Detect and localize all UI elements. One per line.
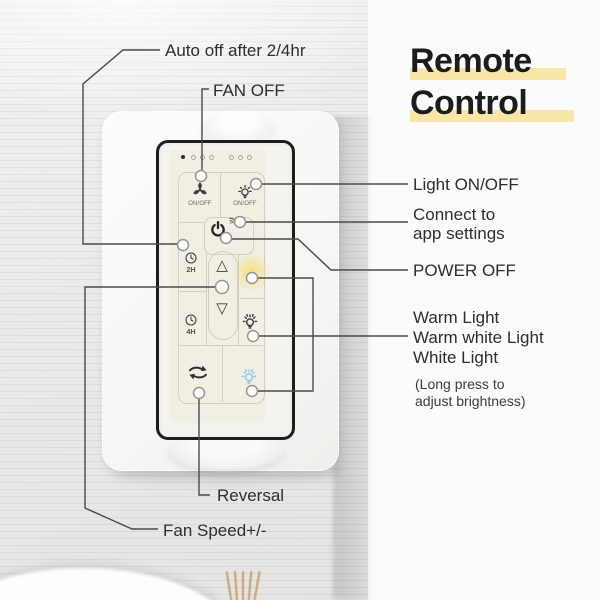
triangle-up-icon: △ [216,257,228,274]
annotation-reversal: Reversal [217,486,285,505]
callout-dot-connect [233,215,247,229]
callout-dot-fan-off [194,169,208,183]
power-icon [209,220,227,238]
callout-dot-blue-light [245,384,259,398]
leader-auto-off [82,49,177,245]
timer-2h-label: 2H [186,265,196,274]
grid-divider [206,253,207,345]
bulb-rays-icon [240,311,260,331]
leader-fan-speed [84,286,216,530]
right-white-backdrop [368,0,600,600]
leader-reversal [198,399,210,496]
grid-divider [178,345,263,346]
led-dot [209,155,214,160]
leader-power-off [232,238,408,271]
led-dot [191,155,196,160]
annotation-warm-light: Warm Light [413,308,500,327]
grid-divider [222,345,223,402]
title-block: Remote Control [410,40,574,124]
reverse-arrows-icon [187,364,209,381]
callout-dot-light-on-off [249,177,263,191]
callout-dot-power-off [219,231,233,245]
grid-divider [238,253,239,345]
callout-dot-fan-speed [214,279,230,295]
bulb-rays-icon-blue [239,366,259,386]
annotation-auto-off: Auto off after 2/4hr [165,41,306,60]
bulb-rays-icon [236,182,254,200]
annotation-power-off: POWER OFF [413,261,516,280]
leader-light-modes-bracket [258,277,314,392]
led-dot [238,155,243,160]
annotation-light-on-off: Light ON/OFF [413,175,519,194]
note-line1: (Long press to [415,376,505,392]
annotation-connect-line1: Connect to [413,205,496,224]
wall-light-gradient [0,0,420,120]
title-line-2: Control [410,84,528,122]
grid-divider [220,172,221,223]
clock-icon [184,251,198,265]
triangle-down-icon: ▽ [216,300,228,317]
clock-icon [184,313,198,327]
annotation-long-press-note: (Long press to adjust brightness) [415,376,526,410]
note-line2: adjust brightness) [415,393,526,409]
fan-onoff-label: ON/OFF [188,200,212,207]
callout-dot-reversal [192,386,206,400]
led-dot [247,155,252,160]
title-line-1: Remote [410,42,532,80]
annotation-white-light: White Light [413,348,499,367]
timer-4h-label: 4H [186,327,196,336]
wall-shadow [333,116,370,600]
reed-diffuser-sticks [225,570,262,600]
annotation-connect: Connect to app settings [413,205,505,243]
annotation-warm-white-light: Warm white Light [413,328,544,347]
annotation-connect-line2: app settings [413,224,505,243]
title-highlight-bar [410,68,566,80]
led-dot [229,155,234,160]
annotation-light-modes: Warm Light Warm white Light White Light [413,308,544,368]
reed-stick [242,571,245,600]
annotation-fan-speed: Fan Speed+/- [163,521,267,540]
fan-icon [192,182,208,198]
grid-divider [178,291,206,292]
callout-dot-white-light [246,329,260,343]
title-highlight-bar [410,110,574,122]
annotation-fan-off: FAN OFF [213,81,285,100]
fan-speed-pill [208,251,238,340]
callout-dot-auto-off [176,238,190,252]
leader-fan-off [201,88,209,170]
grid-divider [238,298,263,299]
light-onoff-label: ON/OFF [233,200,257,207]
callout-dot-warm-light [245,271,259,285]
led-dot [181,155,185,159]
